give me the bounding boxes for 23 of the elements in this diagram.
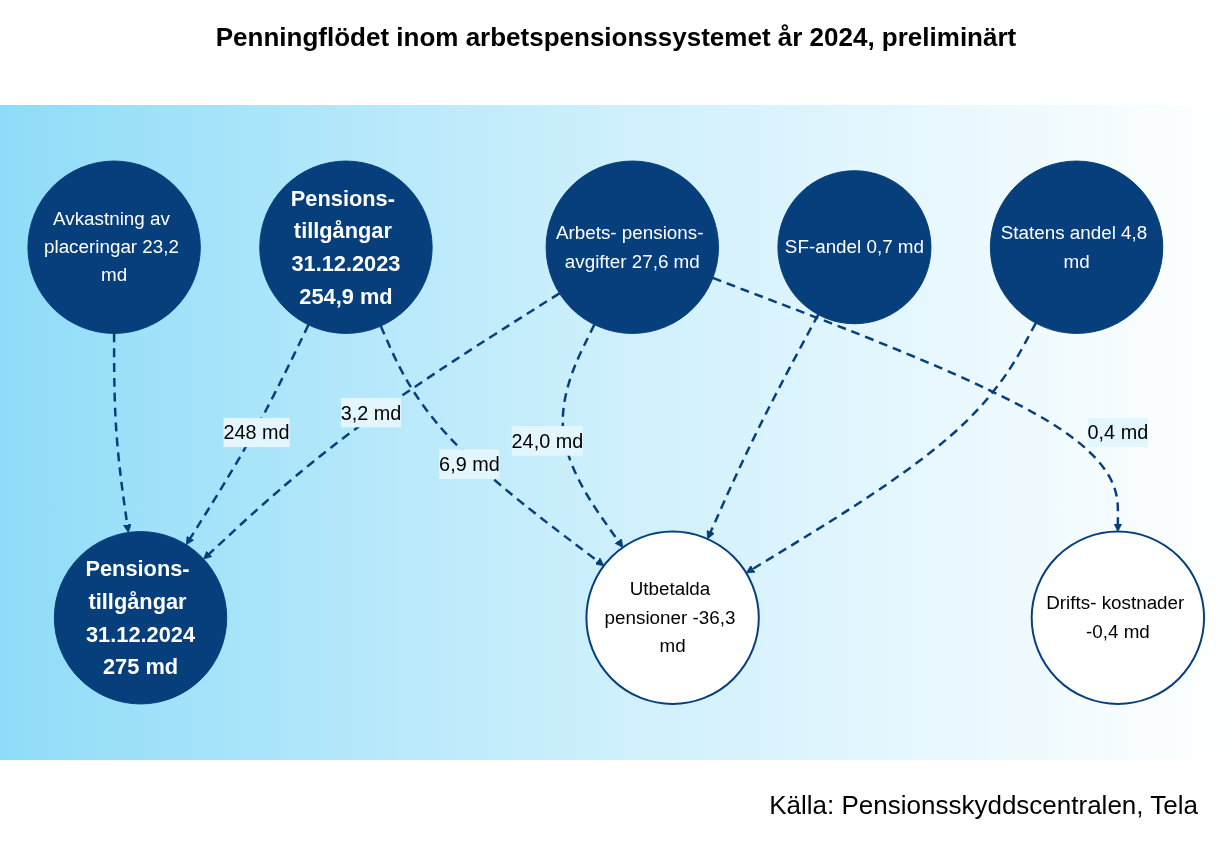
title: Penningflödet inom arbetspensionssystemet år 2024, preliminärt xyxy=(214,22,1018,53)
node-circle: SF-andel 0,7 md xyxy=(777,170,932,325)
arrow xyxy=(561,324,624,548)
edge-label: 3,2 md xyxy=(340,401,402,424)
edge-label: 24,0 md xyxy=(511,430,584,452)
arrow xyxy=(185,324,310,546)
caption: Källa: Pensionsskyddscentralen, Tela xyxy=(769,790,1198,821)
arrow xyxy=(379,325,605,567)
arrow xyxy=(706,314,820,540)
arrow xyxy=(745,322,1037,574)
node-circle: Statens andel 4,8 md xyxy=(989,160,1164,334)
edge-label: 6,9 md xyxy=(439,453,500,475)
node-circle: Utbetalda pensioner -36,3 md xyxy=(585,530,760,705)
node-circle: Arbets- pensions- avgifter 27,6 md xyxy=(545,160,719,334)
edge-label: 0,4 md xyxy=(1087,421,1149,444)
edge-label: 248 md xyxy=(223,421,290,444)
node-circle: Drifts- kostnader -0,4 md xyxy=(1030,530,1206,705)
node-circle: Pensions- tillgångar 31.12.2023 254,9 md xyxy=(259,160,433,334)
arrow xyxy=(112,333,132,533)
arrow xyxy=(203,292,561,560)
node-circle: Avkastning av placeringar 23,2 md xyxy=(27,160,201,334)
node-circle: Pensions- tillgångar 31.12.2024 275 md xyxy=(53,531,228,705)
arrow xyxy=(712,276,1123,532)
